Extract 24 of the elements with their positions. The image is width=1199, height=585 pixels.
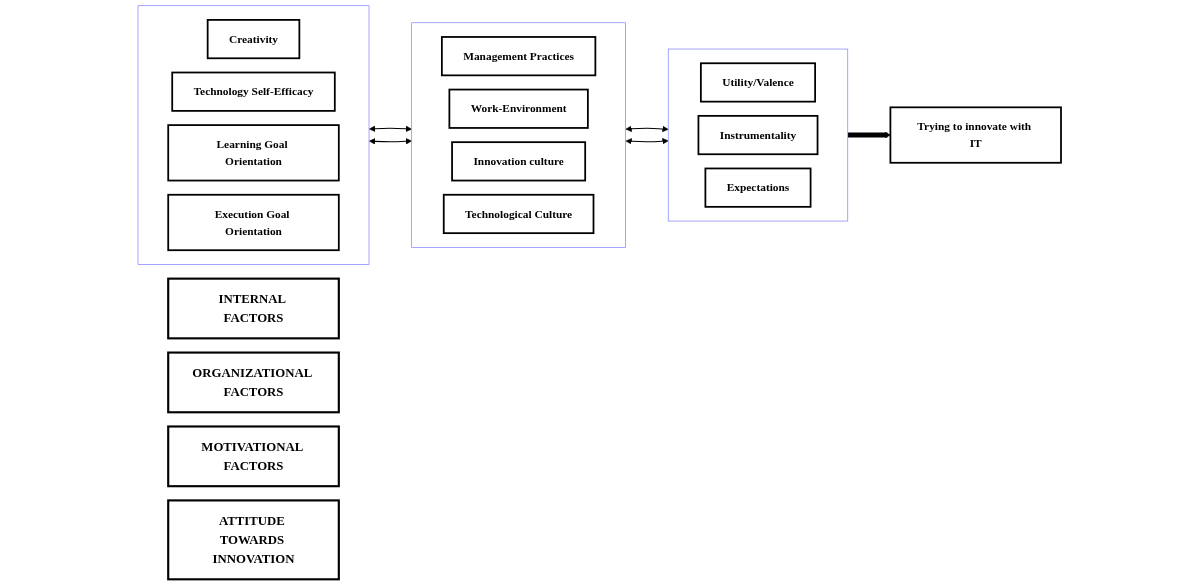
node-box: Technological Culture (442, 193, 595, 235)
node-box: Management Practices (441, 36, 597, 77)
cluster (137, 5, 370, 265)
arrow (369, 138, 412, 145)
cluster (667, 48, 849, 222)
node-box: Expectations (704, 167, 812, 208)
arrow (847, 131, 891, 139)
arrow (369, 125, 412, 132)
arrow (625, 125, 669, 133)
node-box: MOTIVATIONAL FACTORS (167, 425, 340, 488)
node-box: ATTITUDE TOWARDS INNOVATION (167, 499, 340, 581)
node-box: ORGANIZATIONAL FACTORS (167, 351, 340, 414)
node-box: Trying to innovate with IT (889, 106, 1062, 164)
cluster (411, 22, 626, 248)
node-box: Creativity (206, 19, 301, 60)
node-box: Instrumentality (697, 114, 819, 156)
node-box: Technology Self-Efficacy (171, 71, 336, 112)
node-box: Utility/Valence (699, 62, 816, 103)
node-box: INTERNAL FACTORS (167, 277, 340, 340)
node-box: Learning Goal Orientation (167, 124, 340, 182)
node-box: Innovation culture (451, 141, 587, 182)
arrow (625, 138, 669, 145)
node-box: Execution Goal Orientation (167, 193, 340, 252)
node-box: Work-Environment (448, 88, 589, 129)
